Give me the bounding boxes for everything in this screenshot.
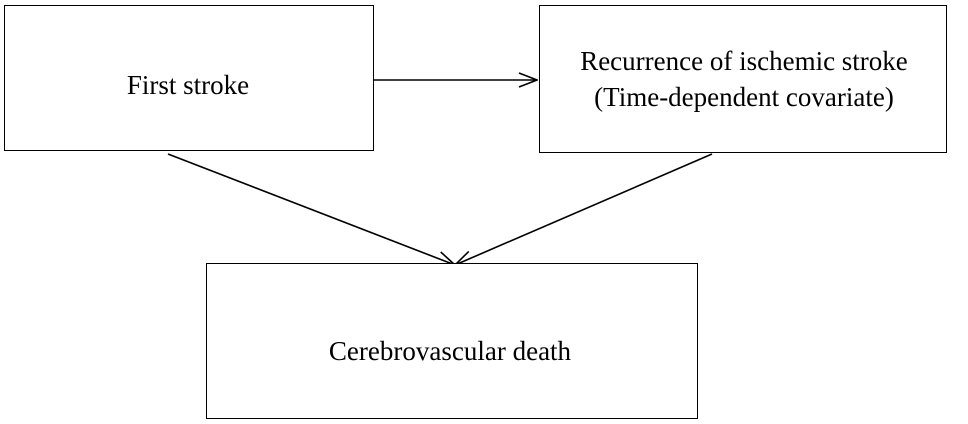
node-recurrence-label-line1: Recurrence of ischemic stroke [580,45,908,76]
node-recurrence-ischemic-stroke: Recurrence of ischemic stroke (Time-depe… [539,5,947,153]
node-recurrence-label-line2: (Time-dependent covariate) [594,82,894,112]
arrow-recurrence-to-death [455,153,713,265]
node-first-stroke-label: First stroke [126,69,250,100]
node-death-label: Cerebrovascular death [328,335,572,366]
node-cerebrovascular-death: Cerebrovascular death [206,263,698,419]
arrow-first-to-death [167,153,455,265]
node-first-stroke: First stroke [4,5,374,151]
